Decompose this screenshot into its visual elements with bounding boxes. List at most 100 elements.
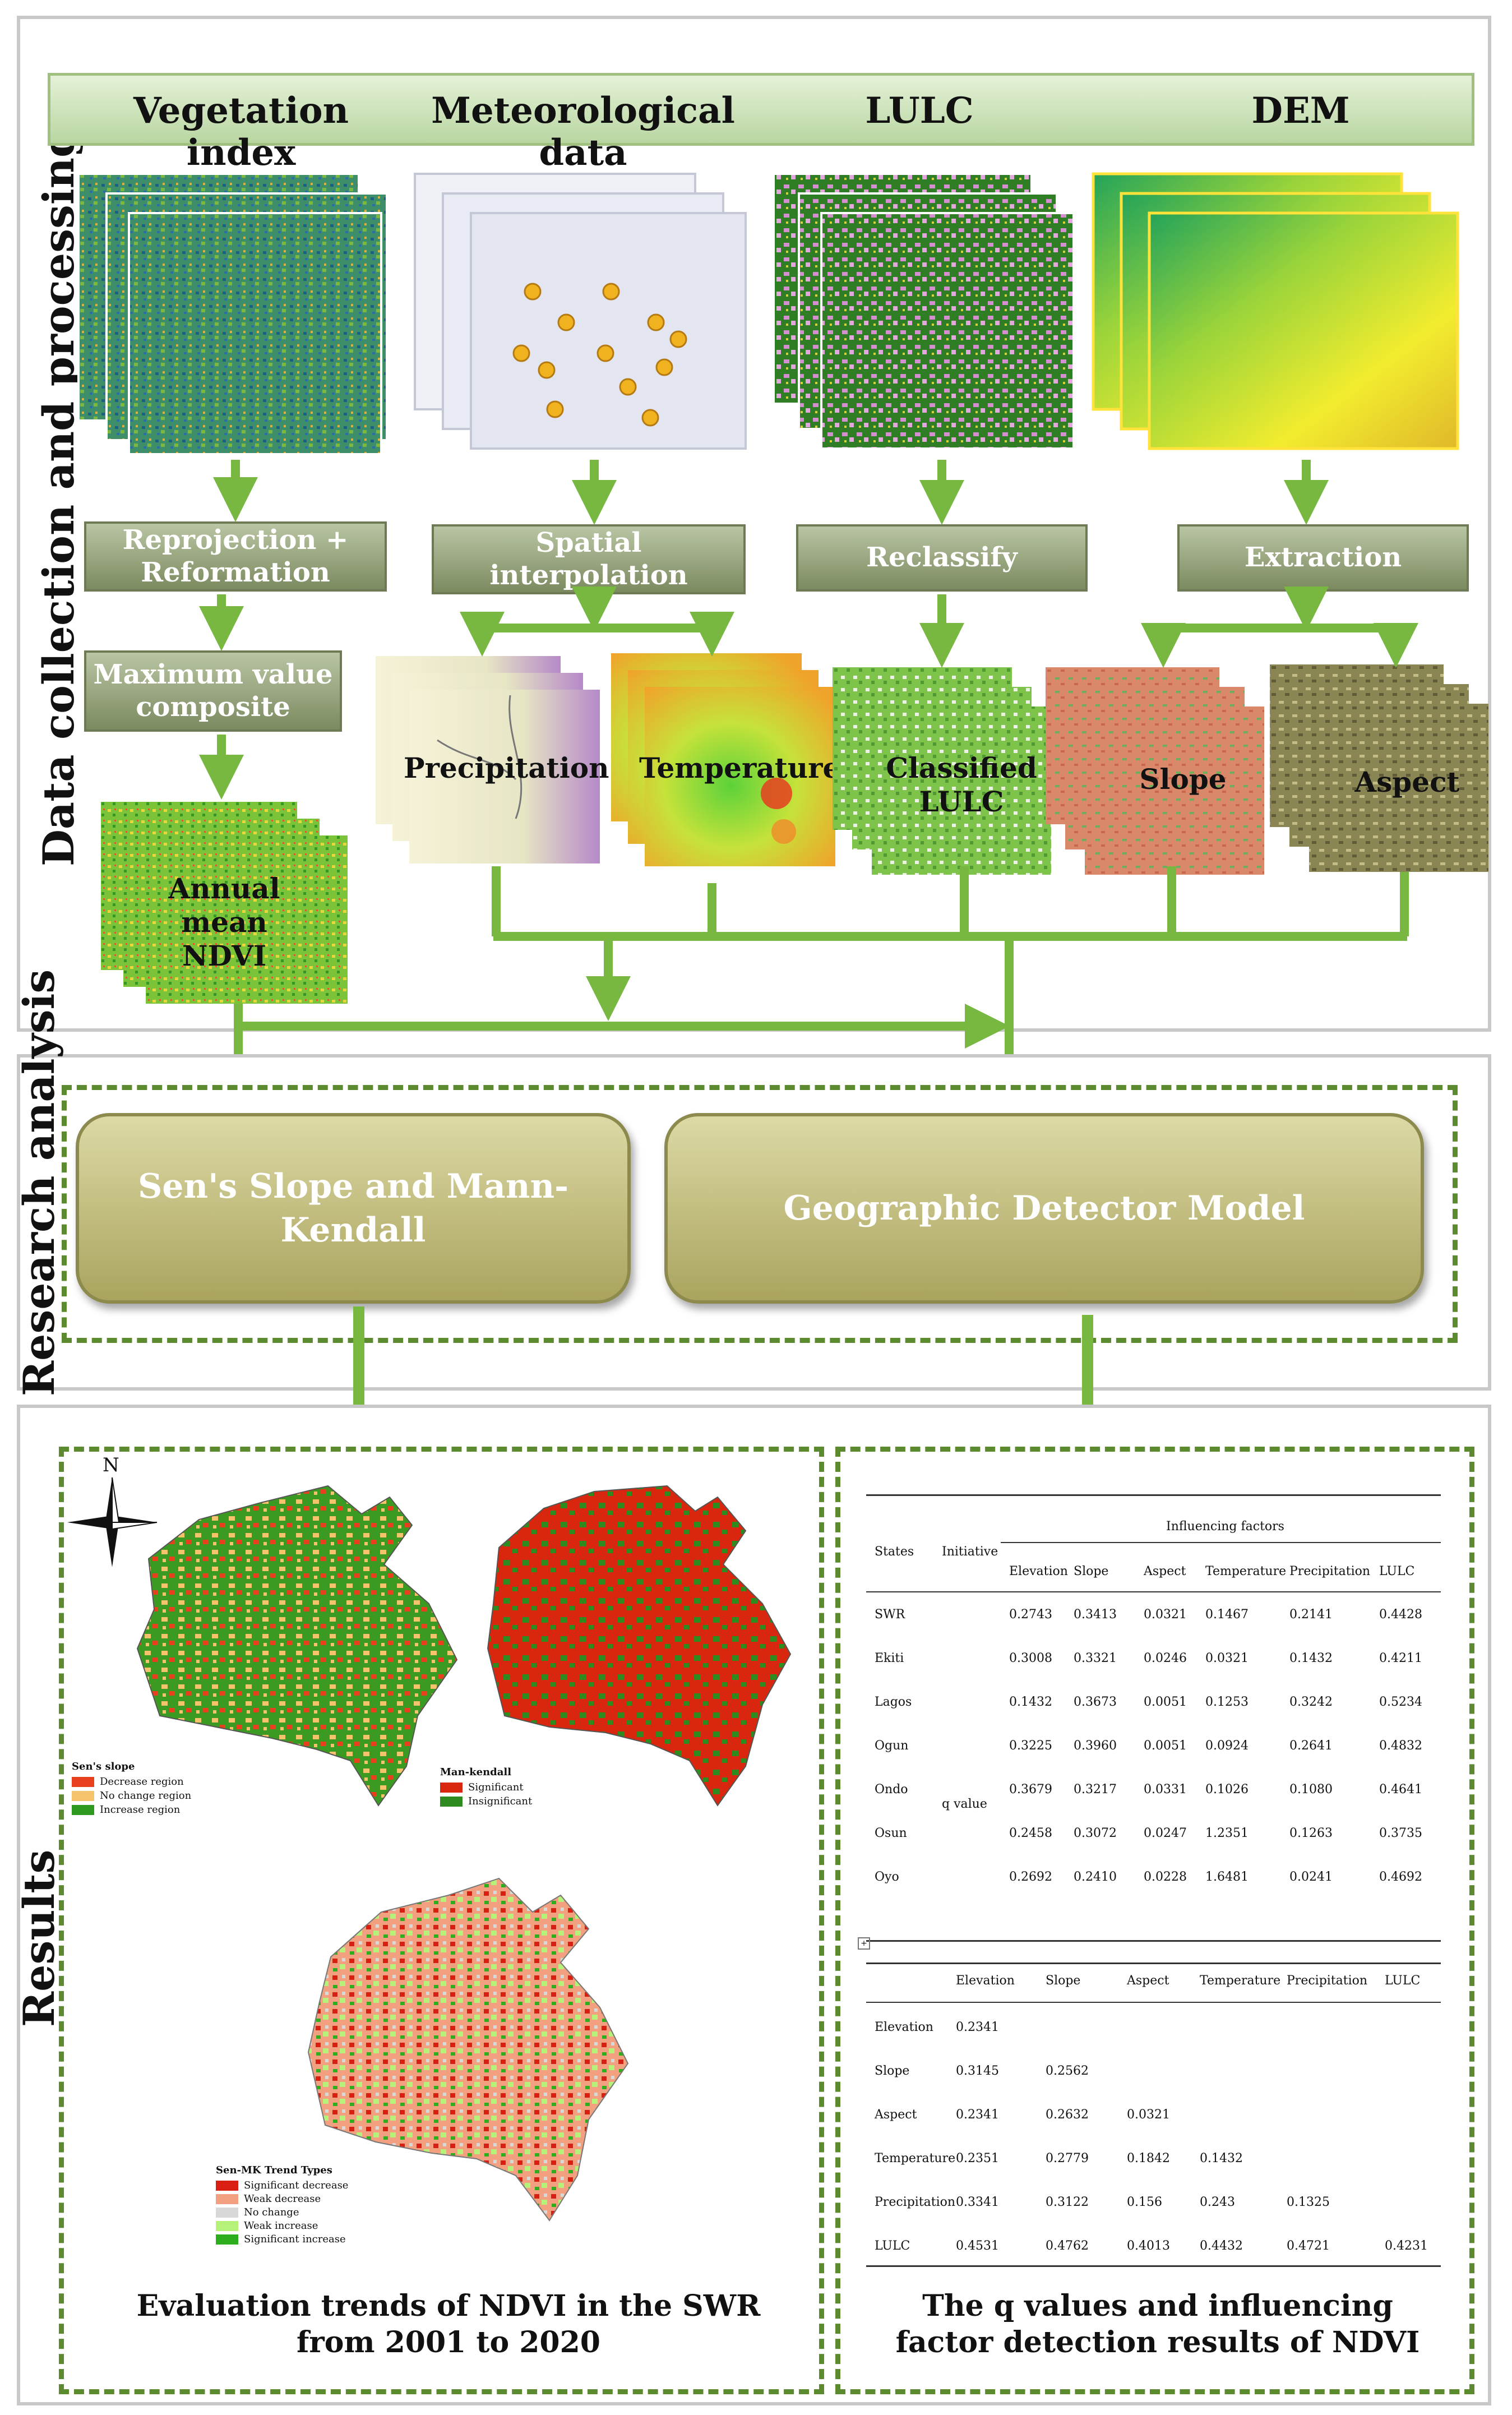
sens-slope-legend: Sen's slope Decrease region No change re… [72, 1761, 191, 1818]
table2-row-header: Precipitation [875, 2195, 956, 2209]
table1-group-header: Influencing factors [1166, 1520, 1284, 1534]
table1-factor-header: Precipitation [1289, 1564, 1371, 1578]
legend-item: No change [216, 2206, 348, 2218]
table2-head-rule [866, 2002, 1441, 2003]
q-values-frame [835, 1447, 1474, 2394]
table1-value-cell: 0.1253 [1205, 1695, 1249, 1709]
table1-state-cell: Ekiti [875, 1651, 904, 1665]
table2-value-cell: 0.1432 [1200, 2151, 1243, 2165]
legend-item: Insignificant [440, 1795, 532, 1807]
legend-item: Significant increase [216, 2233, 348, 2245]
table1-value-cell: 0.0051 [1144, 1739, 1187, 1753]
table1-head-rule [866, 1591, 1441, 1592]
table1-value-cell: 0.3735 [1379, 1826, 1422, 1840]
table1-qvalue-label: q value [942, 1797, 987, 1811]
table2-row-header: Slope [875, 2064, 910, 2078]
legend-item: Weak increase [216, 2220, 348, 2232]
table1-value-cell: 0.1026 [1205, 1783, 1249, 1797]
table1-value-cell: 0.3217 [1074, 1783, 1117, 1797]
header-bar [48, 73, 1474, 146]
table1-col-initiative: Initiative [942, 1545, 998, 1559]
north-arrow-icon [67, 1477, 158, 1567]
table2-value-cell: 0.3145 [956, 2064, 999, 2078]
table2-row-header: LULC [875, 2239, 910, 2253]
table1-value-cell: 0.2743 [1009, 1608, 1052, 1622]
table1-value-cell: 0.1263 [1289, 1826, 1333, 1840]
legend-item: Increase region [72, 1804, 191, 1816]
table2-value-cell: 0.1842 [1127, 2151, 1170, 2165]
table2-value-cell: 0.2341 [956, 2020, 999, 2034]
section-label-results: Results [14, 1849, 64, 2027]
table1-value-cell: 0.2641 [1289, 1739, 1333, 1753]
table2-value-cell: 0.2341 [956, 2108, 999, 2122]
table2-value-cell: 0.4432 [1200, 2239, 1243, 2253]
table2-value-cell: 0.4762 [1046, 2239, 1089, 2253]
table1-col-states: States [875, 1545, 914, 1559]
sen-mk-trend-map [307, 1877, 629, 2222]
table1-value-cell: 0.0051 [1144, 1695, 1187, 1709]
table1-value-cell: 0.3072 [1074, 1826, 1117, 1840]
table2-value-cell: 0.3341 [956, 2195, 999, 2209]
header-vegetation-index: Vegetation index [133, 90, 349, 174]
reprojection-box: Reprojection + Reformation [84, 521, 387, 592]
sen-mk-legend-title: Sen-MK Trend Types [216, 2164, 332, 2176]
table2-value-cell: 0.4721 [1287, 2239, 1330, 2253]
table2-value-cell: 0.2632 [1046, 2108, 1089, 2122]
table1-value-cell: 0.0924 [1205, 1739, 1249, 1753]
table2-top-rule [866, 1963, 1441, 1964]
legend-item: Decrease region [72, 1776, 191, 1788]
sen-mk-legend: Sen-MK Trend Types Significant decrease … [216, 2164, 348, 2247]
mann-kendall-map [487, 1485, 792, 1807]
table1-value-cell: 1.2351 [1205, 1826, 1249, 1840]
trend-maps-caption: Evaluation trends of NDVI in the SWR fro… [136, 2289, 761, 2359]
table1-value-cell: 0.5234 [1379, 1695, 1422, 1709]
table1-value-cell: 0.0247 [1144, 1826, 1187, 1840]
table1-state-cell: Ogun [875, 1739, 909, 1753]
table1-value-cell: 0.0246 [1144, 1651, 1187, 1665]
table1-value-cell: 0.0321 [1205, 1651, 1249, 1665]
table1-value-cell: 0.2410 [1074, 1870, 1117, 1884]
table1-value-cell: 0.1432 [1009, 1695, 1052, 1709]
table1-value-cell: 0.3413 [1074, 1608, 1117, 1622]
legend-item: Weak decrease [216, 2193, 348, 2205]
table1-group-rule [1001, 1542, 1441, 1543]
legend-item: Significant decrease [216, 2179, 348, 2191]
classified-lulc-stack [833, 667, 1051, 875]
lulc-stack [773, 173, 1075, 450]
header-dem: DEM [1251, 90, 1350, 132]
table1-value-cell: 0.2692 [1009, 1870, 1052, 1884]
table2-value-cell: 0.2779 [1046, 2151, 1089, 2165]
spatial-interpolation-box: Spatial interpolation [432, 524, 746, 594]
table2-row-header: Aspect [875, 2108, 917, 2122]
table1-value-cell: 0.3673 [1074, 1695, 1117, 1709]
reclassify-box: Reclassify [796, 524, 1088, 592]
table2-bottom-rule [866, 2265, 1441, 2267]
table1-value-cell: 0.1080 [1289, 1783, 1333, 1797]
slope-label: Slope [1139, 763, 1227, 796]
table1-value-cell: 0.0321 [1144, 1608, 1187, 1622]
table1-state-cell: Lagos [875, 1695, 912, 1709]
annual-ndvi-stack [101, 802, 348, 1004]
precipitation-stack [376, 656, 600, 864]
table1-value-cell: 0.3242 [1289, 1695, 1333, 1709]
table1-value-cell: 0.1467 [1205, 1608, 1249, 1622]
geographic-detector-model-box: Geographic Detector Model [664, 1113, 1424, 1304]
table1-value-cell: 0.3321 [1074, 1651, 1117, 1665]
table2-value-cell: 0.0321 [1127, 2108, 1170, 2122]
table2-value-cell: 0.3122 [1046, 2195, 1089, 2209]
aspect-stack [1270, 664, 1488, 872]
table2-col-header: Slope [1046, 1974, 1081, 1988]
dem-stack [1092, 172, 1459, 450]
table1-value-cell: 0.3960 [1074, 1739, 1117, 1753]
table2-value-cell: 0.156 [1127, 2195, 1162, 2209]
table1-value-cell: 0.0228 [1144, 1870, 1187, 1884]
legend-item: No change region [72, 1790, 191, 1802]
table2-value-cell: 0.4531 [956, 2239, 999, 2253]
table2-value-cell: 0.243 [1200, 2195, 1235, 2209]
table1-value-cell: 0.0331 [1144, 1783, 1187, 1797]
table1-value-cell: 0.0241 [1289, 1870, 1333, 1884]
trend-maps-frame [59, 1447, 824, 2394]
annual-ndvi-label: Annual mean NDVI [168, 872, 280, 972]
table2-value-cell: 0.1325 [1287, 2195, 1330, 2209]
table1-value-cell: 0.4832 [1379, 1739, 1422, 1753]
